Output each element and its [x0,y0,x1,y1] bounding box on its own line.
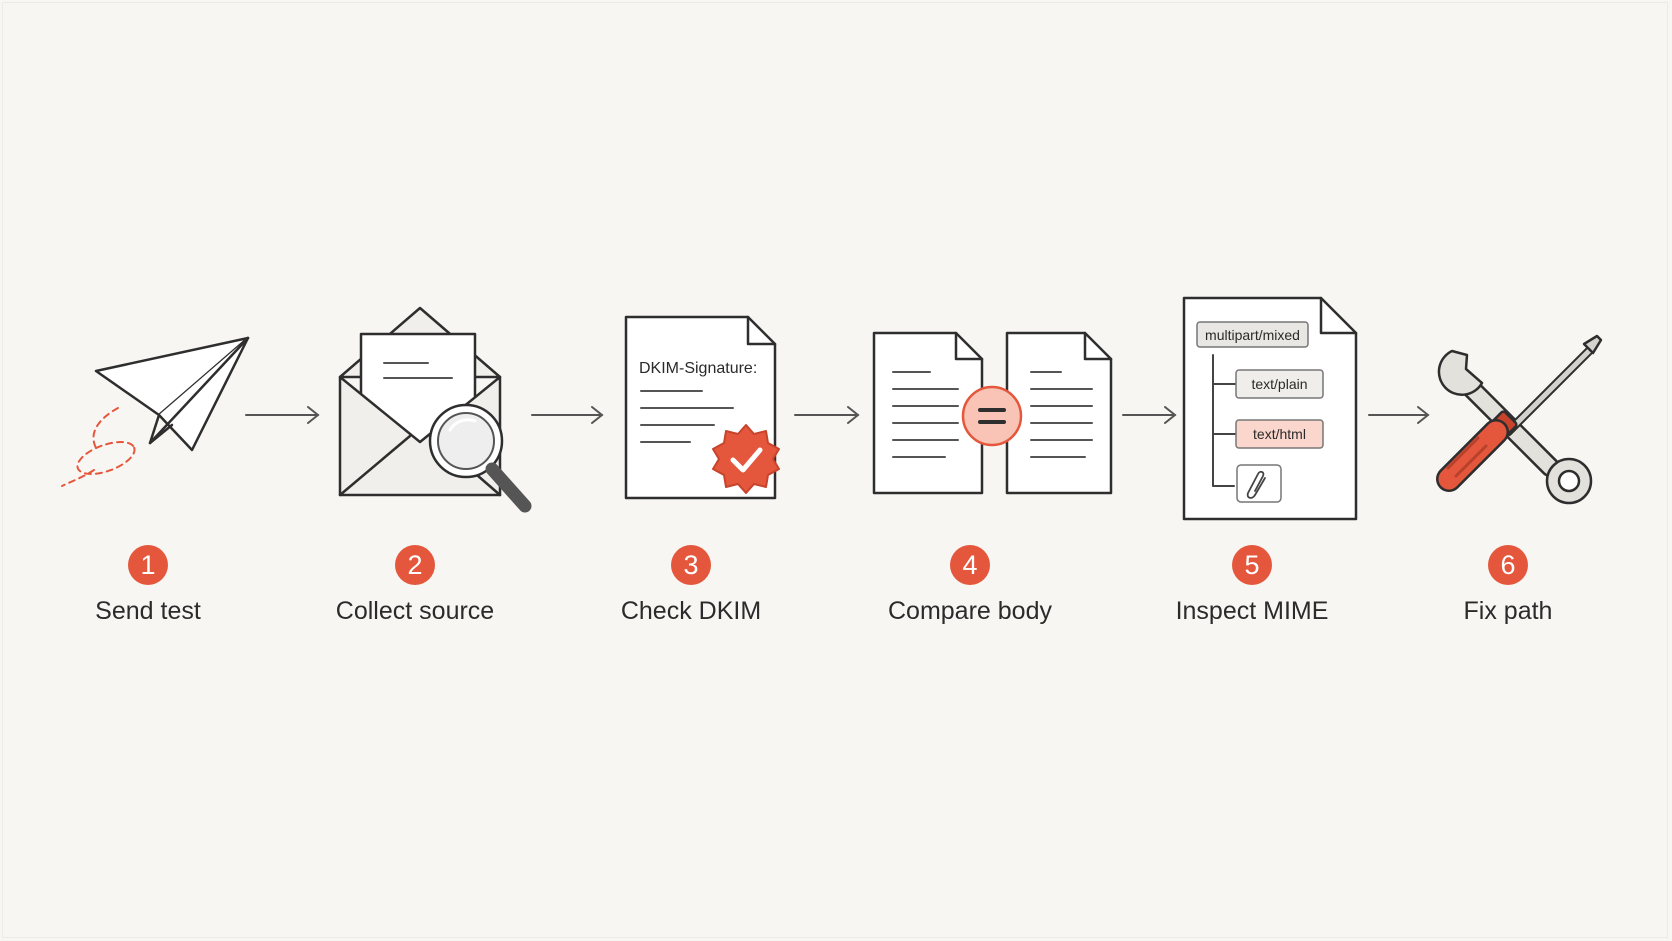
mime-part-chip [1235,369,1324,399]
step-number-badge: 1 [128,545,168,585]
step-3: 3 Check DKIM [581,545,801,626]
step-number-badge: 4 [950,545,990,585]
step-number-badge: 3 [671,545,711,585]
mime-root-label: multipart/mixed [1205,327,1300,343]
step-label: Inspect MIME [1175,597,1329,625]
wrench-screwdriver-icon [1436,334,1603,505]
mime-part-label: text/html [1253,426,1306,442]
step-number-badge: 6 [1488,545,1528,585]
flow-arrow-3 [794,406,860,424]
paper-plane-icon [61,336,250,487]
step-1: 1 Send test [38,545,258,626]
step-6: 6 Fix path [1398,545,1618,626]
flow-arrow-1 [245,406,320,424]
mime-tree-icon: multipart/mixed text/plain text/html [1182,296,1358,521]
flow-arrow-5 [1368,406,1430,424]
step-number-badge: 2 [395,545,435,585]
step-label: Collect source [335,597,495,625]
flow-arrow-2 [531,406,604,424]
step-2: 2 Collect source [305,545,525,626]
step-label: Check DKIM [620,597,762,625]
equals-icon [961,385,1023,447]
paperclip-icon [1246,470,1266,499]
step-label: Compare body [888,597,1052,625]
verified-seal-icon [712,424,780,494]
signed-document-icon: DKIM-Signature: [624,315,780,500]
step-number-badge: 5 [1232,545,1272,585]
step-4: 4 Compare body [860,545,1080,626]
step-label: Fix path [1463,597,1553,625]
step-5: 5 Inspect MIME [1142,545,1362,626]
mime-root-chip [1196,321,1309,348]
mime-part-label: text/plain [1251,376,1307,392]
dkim-signature-header: DKIM-Signature: [639,360,757,377]
flow-arrow-4 [1122,406,1177,424]
compare-documents-icon [872,331,1113,495]
envelope-magnifier-icon [338,306,532,513]
mime-part-chip [1235,419,1324,449]
step-label: Send test [95,597,201,625]
